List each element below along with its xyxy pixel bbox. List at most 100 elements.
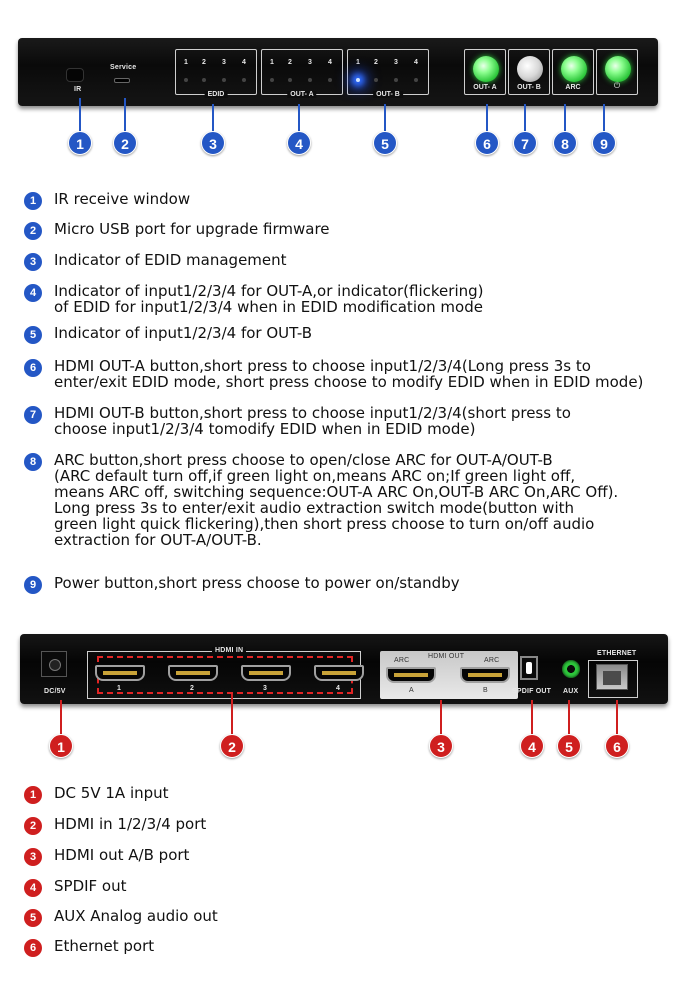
hdmi-in-port (168, 665, 218, 681)
desc-number: 1 (24, 192, 42, 210)
desc-text: DC 5V 1A input (54, 784, 169, 802)
out-a-button (473, 56, 499, 82)
desc-number: 9 (24, 576, 42, 594)
led-dot (308, 78, 312, 82)
desc-text: Ethernet port (54, 937, 155, 955)
desc-number: 4 (24, 879, 42, 897)
desc-number: 8 (24, 453, 42, 471)
rear-desc-item: 2 HDMI in 1/2/3/4 port (24, 816, 674, 835)
callout-line (384, 104, 386, 132)
callout-badge: 2 (220, 734, 244, 758)
out-b-button-box: OUT- B (508, 49, 550, 95)
led-dot (414, 78, 418, 82)
callout-line (568, 700, 570, 738)
hdmi-out-port-b (460, 667, 510, 683)
spdif-port (520, 656, 538, 680)
arc-button-box: ARC (552, 49, 594, 95)
callout-line (564, 104, 566, 132)
desc-text: Power button,short press choose to power… (54, 574, 460, 592)
front-desc-item: 6 HDMI OUT-A button,short press to choos… (24, 358, 674, 390)
rear-desc-item: 3 HDMI out A/B port (24, 847, 674, 866)
led-dot (328, 78, 332, 82)
callout-line (212, 104, 214, 132)
rear-desc-item: 4 SPDIF out (24, 878, 674, 897)
led-number: 2 (374, 59, 378, 66)
aux-jack (562, 660, 580, 678)
spdif-label: SPDIF OUT (512, 688, 552, 695)
led-dot (184, 78, 188, 82)
ethernet-label: ETHERNET (597, 650, 637, 657)
desc-number: 6 (24, 939, 42, 957)
led-dot (394, 78, 398, 82)
led-number: 1 (184, 59, 188, 66)
callout-badge: 5 (373, 131, 397, 155)
out-b-button-label: OUT- B (517, 84, 541, 91)
desc-text: HDMI OUT-A button,short press to choose … (54, 357, 644, 391)
front-desc-item: 9 Power button,short press choose to pow… (24, 575, 674, 594)
aux-label: AUX (563, 688, 579, 695)
desc-text: HDMI in 1/2/3/4 port (54, 815, 207, 833)
desc-text: HDMI OUT-B button,short press to choose … (54, 404, 571, 438)
front-desc-item: 4 Indicator of input1/2/3/4 for OUT-A,or… (24, 283, 674, 315)
ir-label: IR (74, 86, 82, 93)
callout-badge: 8 (553, 131, 577, 155)
callout-badge: 7 (513, 131, 537, 155)
led-dot (222, 78, 226, 82)
out-b-label: OUT- B (373, 91, 403, 98)
arc-button-label: ARC (565, 84, 581, 91)
arc-label-a: ARC (394, 657, 410, 664)
callout-line (616, 700, 618, 738)
desc-text: Indicator of EDID management (54, 251, 287, 269)
front-desc-item: 8 ARC button,short press choose to open/… (24, 452, 674, 548)
callout-badge: 3 (201, 131, 225, 155)
callout-line (298, 104, 300, 132)
led-dot (374, 78, 378, 82)
edid-indicator-box: 1 2 3 4 EDID (175, 49, 257, 98)
led-number: 2 (202, 59, 206, 66)
desc-text: Indicator of input1/2/3/4 for OUT-B (54, 324, 313, 342)
desc-number: 1 (24, 786, 42, 804)
hdmi-in-port (95, 665, 145, 681)
callout-badge: 6 (475, 131, 499, 155)
led-dot-lit (356, 78, 360, 82)
callout-badge: 4 (287, 131, 311, 155)
hdmi-in-port-label: 3 (263, 685, 268, 692)
dc-label: DC/5V (44, 688, 66, 695)
hdmi-in-label: HDMI IN (212, 647, 247, 654)
out-b-indicator-box: 1 2 3 4 OUT- B (347, 49, 429, 98)
callout-badge: 4 (520, 734, 544, 758)
rear-desc-item: 1 DC 5V 1A input (24, 785, 674, 804)
callout-badge: 6 (605, 734, 629, 758)
hdmi-in-port-label: 2 (190, 685, 195, 692)
led-number: 1 (356, 59, 360, 66)
callout-badge: 1 (68, 131, 92, 155)
desc-number: 7 (24, 406, 42, 424)
callout-line (79, 98, 81, 132)
hdmi-out-section: HDMI OUT ARC ARC A B (380, 651, 518, 699)
desc-number: 3 (24, 848, 42, 866)
callout-line (231, 694, 233, 738)
desc-number: 6 (24, 359, 42, 377)
desc-number: 2 (24, 222, 42, 240)
callout-line (124, 98, 126, 132)
arc-label-b: ARC (484, 657, 500, 664)
callout-line (603, 104, 605, 132)
out-a-button-label: OUT- A (473, 84, 497, 91)
desc-number: 3 (24, 253, 42, 271)
desc-number: 2 (24, 817, 42, 835)
edid-label: EDID (204, 91, 228, 98)
ethernet-frame (588, 660, 638, 698)
out-port-label: A (409, 687, 414, 694)
power-button (605, 56, 631, 82)
led-dot (270, 78, 274, 82)
power-button-box: ⏻ (596, 49, 638, 95)
front-desc-item: 5 Indicator of input1/2/3/4 for OUT-B (24, 325, 674, 344)
front-desc-item: 7 HDMI OUT-B button,short press to choos… (24, 405, 674, 437)
callout-line (524, 104, 526, 132)
desc-number: 5 (24, 909, 42, 927)
rear-desc-item: 5 AUX Analog audio out (24, 908, 674, 927)
front-desc-item: 3 Indicator of EDID management (24, 252, 674, 271)
out-b-button (517, 56, 543, 82)
callout-line (440, 700, 442, 738)
led-number: 4 (328, 59, 332, 66)
